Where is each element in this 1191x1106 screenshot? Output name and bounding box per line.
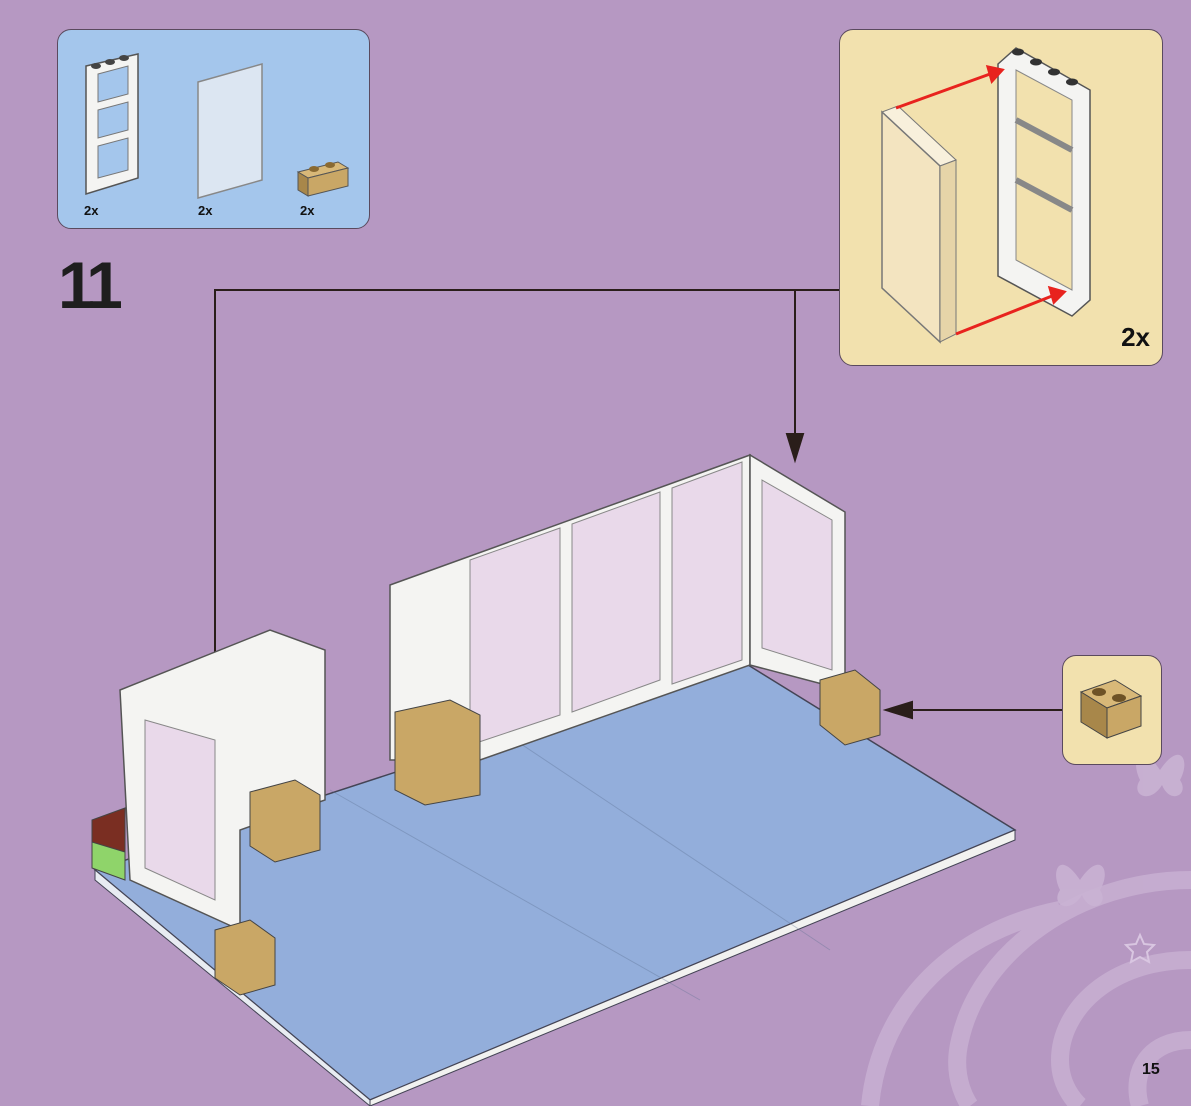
page-number: 15	[1142, 1061, 1160, 1079]
